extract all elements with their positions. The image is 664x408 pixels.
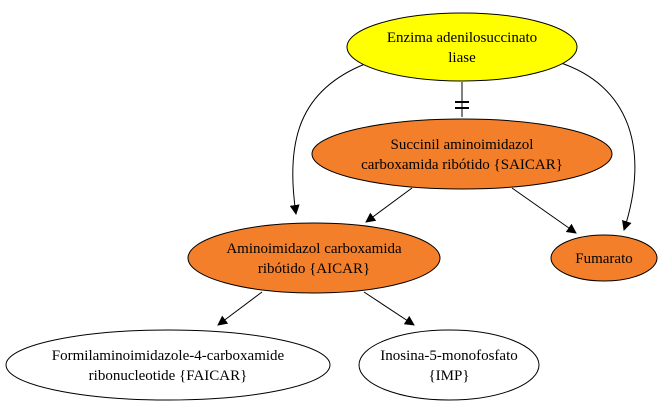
node-faicar: Formilaminoimidazole-4-carboxamide ribon… — [5, 329, 331, 401]
node-fumarato: Fumarato — [550, 234, 658, 282]
node-enzyme-label-line-1: Enzima adenilosuccinato — [387, 30, 537, 46]
edge-enzyme-aicar — [289, 63, 366, 215]
node-aicar-shape — [187, 222, 441, 294]
edge-enzyme-fumarato — [557, 61, 636, 231]
node-saicar-label-line-1: Succinil aminoimidazol — [391, 137, 534, 153]
node-faicar-shape — [5, 329, 331, 401]
node-fumarato-shape — [550, 234, 658, 282]
edge-saicar-fumarato — [511, 187, 577, 234]
node-imp-shape — [358, 329, 540, 401]
node-enzyme-label-line-2: liase — [448, 50, 476, 66]
node-saicar-shape — [311, 118, 613, 190]
node-saicar: Succinil aminoimidazol carboxamida ribót… — [311, 118, 613, 190]
node-faicar-label-line-1: Formilaminoimidazole-4-carboxamide — [52, 348, 285, 364]
node-saicar-label-line-2: carboxamida ribótido {SAICAR} — [361, 157, 563, 173]
node-aicar-label-line-1: Aminoimidazol carboxamida — [226, 241, 402, 257]
node-aicar-label-line-2: ribótido {AICAR} — [258, 261, 370, 277]
edge-saicar-aicar — [365, 187, 413, 223]
edge-aicar-faicar — [217, 291, 263, 326]
node-enzyme-shape — [346, 12, 578, 82]
node-faicar-label-line-2: ribonucleotide {FAICAR} — [89, 368, 248, 384]
edges — [217, 61, 636, 326]
edge-aicar-imp — [363, 291, 415, 326]
edge-enzyme-saicar — [455, 82, 469, 117]
node-fumarato-label: Fumarato — [575, 251, 633, 267]
node-imp-label-line-2: {IMP} — [428, 368, 469, 384]
node-imp: Inosina-5-monofosfato {IMP} — [358, 329, 540, 401]
node-imp-label-line-1: Inosina-5-monofosfato — [380, 348, 517, 364]
node-enzyme: Enzima adenilosuccinato liase — [346, 12, 578, 82]
node-aicar: Aminoimidazol carboxamida ribótido {AICA… — [187, 222, 441, 294]
